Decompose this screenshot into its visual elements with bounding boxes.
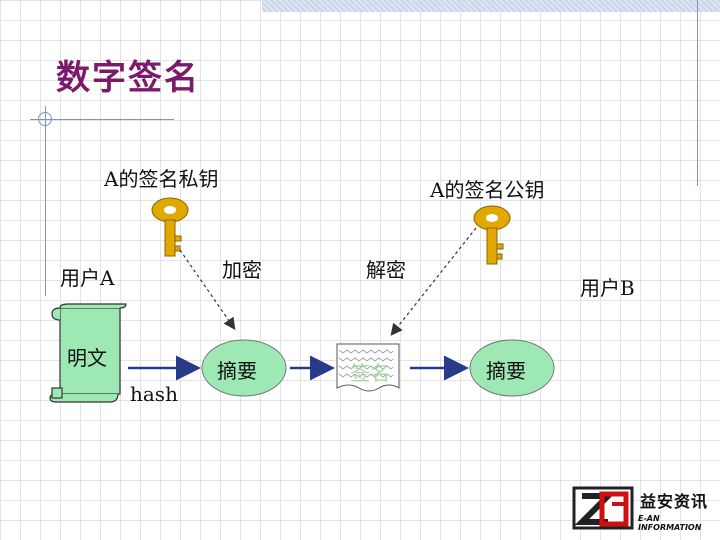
digest-1-label: 摘要 <box>217 359 257 383</box>
slide-title: 数字签名 <box>56 58 200 98</box>
top-decoration-bar <box>262 0 720 12</box>
signature-document-icon <box>336 343 400 392</box>
arrow-public-key-decrypt <box>390 227 477 336</box>
private-key-label: A的签名私钥 <box>104 167 219 191</box>
plaintext-label: 明文 <box>67 346 107 370</box>
decor-circle <box>38 112 52 126</box>
digest-1-oval <box>201 339 287 397</box>
private-key-icon <box>151 197 189 257</box>
signature-label: 签名 <box>350 361 390 385</box>
company-logo: 益安资讯 E-AN INFORMATION <box>572 484 714 532</box>
public-key-label: A的签名公钥 <box>430 178 545 202</box>
decor-line-v <box>45 106 46 296</box>
decor-line-h <box>30 119 174 120</box>
logo-mark-icon <box>572 486 634 530</box>
hash-label: hash <box>130 382 178 406</box>
user-b-label: 用户B <box>580 276 635 300</box>
user-a-label: 用户A <box>60 266 115 290</box>
decor-line-right <box>697 0 698 186</box>
public-key-icon <box>473 205 511 265</box>
arrow-private-key-encrypt <box>179 249 236 330</box>
digest-2-label: 摘要 <box>486 359 526 383</box>
logo-en-text: E-AN INFORMATION <box>638 514 702 532</box>
encrypt-label: 加密 <box>222 258 262 282</box>
decrypt-label: 解密 <box>366 258 406 282</box>
digest-2-oval <box>469 339 555 397</box>
plaintext-scroll-icon <box>49 303 127 403</box>
logo-cn-text: 益安资讯 <box>640 492 709 511</box>
